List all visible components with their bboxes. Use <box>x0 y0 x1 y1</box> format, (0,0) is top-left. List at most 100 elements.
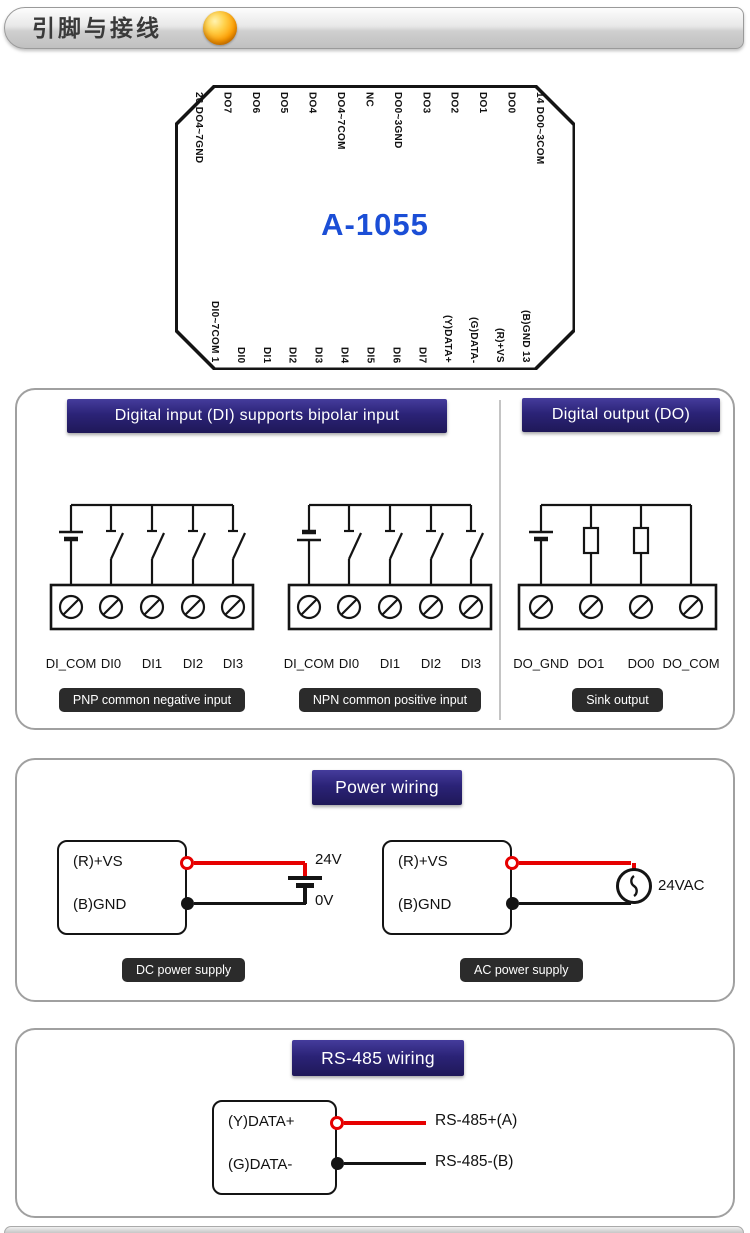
switch-icon <box>147 505 165 586</box>
terminal-label: (Y)DATA+ <box>228 1113 295 1130</box>
screw-terminal-icon <box>578 594 604 620</box>
pin-label: DI0 <box>234 346 246 363</box>
terminal-label: (R)+VS <box>73 853 123 870</box>
power-terminal-box: (R)+VS (B)GND <box>57 840 187 935</box>
pin-label: (Y)DATA+ <box>442 315 454 363</box>
next-section-edge <box>4 1226 744 1233</box>
dc-power-badge: DC power supply <box>122 958 246 982</box>
screw-terminal-icon <box>377 594 403 620</box>
power-section-banner: Power wiring <box>312 770 462 805</box>
pin-label: (G)DATA- <box>468 316 480 363</box>
rs485-section: RS-485 wiring (Y)DATA+ (G)DATA- RS-485+(… <box>15 1028 735 1218</box>
pin-label: DO4~7COM <box>335 92 347 150</box>
pin-label: DO2 <box>448 92 460 114</box>
terminal-label: (B)GND <box>398 896 452 913</box>
terminal-labels: DO_GND DO1 DO0 DO_COM <box>513 656 720 674</box>
screw-terminal-icon <box>180 594 206 620</box>
power-section-title: Power wiring <box>335 777 439 797</box>
screw-terminal-icon <box>678 594 704 620</box>
terminal-label: DI2 <box>420 656 442 671</box>
screw-terminal-icon <box>528 594 554 620</box>
pin-label: (B)GND 13 <box>519 310 531 363</box>
terminal-label: DO_COM <box>662 656 720 671</box>
pin-label: DO0~3GND <box>391 92 403 149</box>
power-terminal-box: (R)+VS (B)GND <box>382 840 512 935</box>
screw-terminal-icon <box>139 594 165 620</box>
terminal-label: DI1 <box>141 656 163 671</box>
pin-label: DO3 <box>420 92 432 114</box>
ac-source-icon <box>616 868 652 904</box>
ac-power-badge: AC power supply <box>460 958 583 982</box>
screw-terminal-icon <box>336 594 362 620</box>
voltage-label: 0V <box>315 892 334 909</box>
switch-icon <box>426 505 444 586</box>
pnp-wiring-diagram: DI_COM DI0 DI1 DI2 DI3 PNP common negati… <box>45 495 257 712</box>
battery-icon <box>297 505 321 586</box>
do-circuit-drawing <box>517 503 718 631</box>
pnp-circuit-drawing <box>49 503 255 631</box>
red-connector-icon <box>505 856 519 870</box>
chip-pinout-diagram: 26 DO4~7GND DO7 DO6 DO5 DO4 DO4~7COM NC … <box>175 85 575 370</box>
battery-icon <box>59 505 83 586</box>
pin-label: DI5 <box>364 346 376 363</box>
pin-label: 14 DO0~3COM <box>533 92 545 165</box>
ac-power-diagram: (R)+VS (B)GND 24VAC <box>382 838 727 953</box>
pin-label: DO1 <box>477 92 489 114</box>
rs485-diagram: (Y)DATA+ (G)DATA- RS-485+(A) RS-485-(B) <box>212 1098 592 1208</box>
black-connector-icon <box>506 897 519 910</box>
npn-badge: NPN common positive input <box>298 688 482 712</box>
pin-label: DI2 <box>286 346 298 363</box>
voltage-label: 24V <box>315 851 342 868</box>
npn-wiring-diagram: DI_COM DI0 DI1 DI2 DI3 NPN common positi… <box>283 495 495 712</box>
data-terminal-box: (Y)DATA+ (G)DATA- <box>212 1100 337 1195</box>
sink-output-badge: Sink output <box>572 688 663 712</box>
screw-terminal-icon <box>98 594 124 620</box>
pin-label: DO7 <box>221 92 233 114</box>
positive-wire <box>632 863 636 871</box>
pin-label: (R)+VS <box>493 328 505 363</box>
di-section-banner: Digital input (DI) supports bipolar inpu… <box>67 399 447 433</box>
pnp-badge: PNP common negative input <box>58 688 246 712</box>
di-section-title: Digital input (DI) supports bipolar inpu… <box>114 407 400 424</box>
positive-wire <box>303 863 307 877</box>
terminal-label: DI_COM <box>45 656 97 671</box>
pin-label: DO6 <box>249 92 261 114</box>
wire-label: RS-485+(A) <box>435 1112 518 1129</box>
pin-label: NC <box>363 92 375 108</box>
dc-power-diagram: (R)+VS (B)GND 24V 0V <box>57 838 377 953</box>
screw-terminal-icon <box>418 594 444 620</box>
terminal-label: DI1 <box>379 656 401 671</box>
pin-label: DI7 <box>416 346 428 363</box>
data-a-wire <box>344 1121 426 1125</box>
switch-icon <box>466 505 484 586</box>
rs485-section-title: RS-485 wiring <box>321 1047 435 1068</box>
terminal-label: DI3 <box>460 656 482 671</box>
resistor-icon <box>582 505 600 586</box>
terminal-labels: DI_COM DI0 DI1 DI2 DI3 <box>45 656 257 674</box>
section-header-bar: 引脚与接线 <box>4 7 744 49</box>
switch-icon <box>106 505 124 586</box>
rs485-section-banner: RS-485 wiring <box>292 1040 464 1076</box>
sine-wave-icon <box>630 875 638 897</box>
red-connector-icon <box>180 856 194 870</box>
pin-label: DI6 <box>390 346 402 363</box>
data-b-wire <box>344 1161 426 1165</box>
chip-top-pins: 26 DO4~7GND DO7 DO6 DO5 DO4 DO4~7COM NC … <box>193 92 545 165</box>
wire-label: RS-485-(B) <box>435 1153 514 1170</box>
amber-ball-icon <box>203 11 237 45</box>
resistor-icon <box>632 505 650 586</box>
switch-icon <box>228 505 246 586</box>
negative-wire <box>519 901 631 905</box>
black-connector-icon <box>181 897 194 910</box>
pin-label: DI4 <box>338 346 350 363</box>
pin-label: DO0 <box>505 92 517 114</box>
switch-icon <box>344 505 362 586</box>
terminal-labels: DI_COM DI0 DI1 DI2 DI3 <box>283 656 495 674</box>
terminal-label: DI_COM <box>283 656 335 671</box>
positive-wire <box>194 861 305 865</box>
positive-wire <box>519 861 631 865</box>
terminal-label: DI3 <box>222 656 244 671</box>
page-title: 引脚与接线 <box>32 15 162 41</box>
power-wiring-section: Power wiring (R)+VS (B)GND 24V 0V DC pow… <box>15 758 735 1002</box>
